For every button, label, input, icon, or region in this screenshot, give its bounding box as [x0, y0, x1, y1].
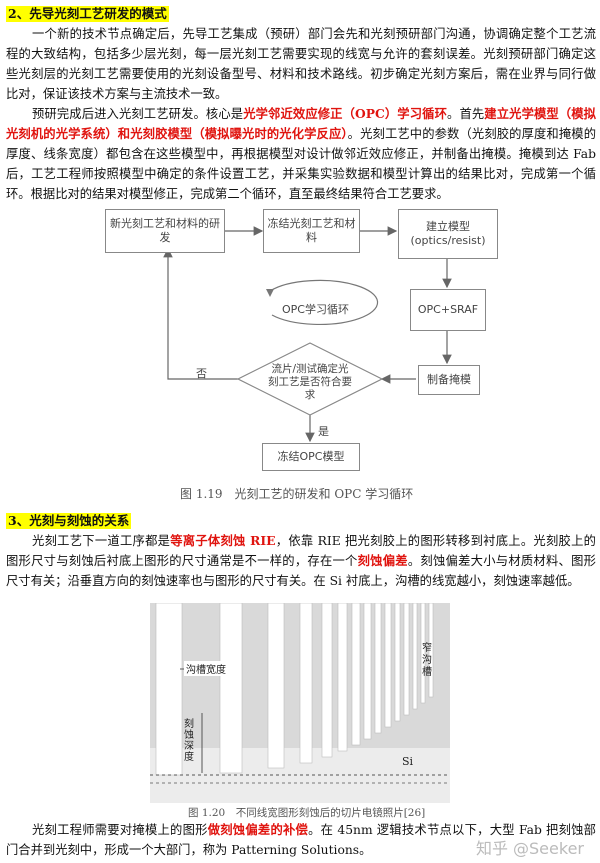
box-freeze-process: 冻结光刻工艺和材料	[263, 209, 360, 253]
narrow-trench-label: 窄沟槽	[422, 643, 432, 678]
section3-paragraph-1: 光刻工艺下一道工序都是等离子体刻蚀 RIE，依靠 RIE 把光刻胶上的图形转移到…	[6, 531, 596, 591]
trench-width-label: 沟槽宽度	[184, 661, 228, 676]
closing-highlight: 做刻蚀偏差的补偿	[207, 822, 309, 837]
zhihu-watermark: 知乎 @Seeker	[475, 839, 584, 858]
si-label: Si	[402, 755, 414, 768]
s3-highlight-rie: 等离子体刻蚀 RIE	[170, 533, 276, 548]
closing-text-c: 。在 45nm 逻辑技术节点以下，大型 Fab 把刻蚀部门合并到光刻中，形成一个…	[6, 823, 596, 857]
p2-text-a: 预研完成后进入光刻工艺研发。核心是	[32, 107, 244, 121]
s3-text-e: 。刻蚀偏差大小与材质材料、图形尺寸有关；沿垂直方向的刻蚀速率也与图形的尺寸有关。…	[6, 554, 596, 588]
etch-depth-label: 刻蚀深度	[184, 719, 194, 763]
opc-loop-label: OPC学习循环	[282, 303, 349, 316]
p2-highlight-models: 建立光学模型（模拟光刻机的光学系统）和光刻胶模型（模拟曝光时的光化学反应）	[6, 106, 596, 141]
p2-text-c: 。首先	[447, 107, 485, 121]
closing-text-a: 光刻工程师需要对掩模上的图形	[32, 823, 208, 837]
build-model-subtitle: (optics/resist)	[410, 234, 486, 247]
p2-highlight-opc: 光学邻近效应修正（OPC）学习循环	[243, 106, 448, 121]
s3-text-c: ，依靠 RIE 把光刻胶上的图形转移到衬底上。光刻胶上的图形尺寸与刻蚀后衬底上图…	[6, 534, 596, 568]
sem-trench-drawing	[150, 603, 450, 803]
closing-paragraph: 光刻工程师需要对掩模上的图形做刻蚀偏差的补偿。在 45nm 逻辑技术节点以下，大…	[6, 820, 596, 860]
box-build-model: 建立模型 (optics/resist)	[398, 209, 498, 259]
box-new-process-research: 新光刻工艺和材料的研发	[105, 209, 225, 253]
section2-paragraph-1: 一个新的技术节点确定后，先导工艺集成（预研）部门会先和光刻预研部门沟通，协调确定…	[6, 27, 596, 101]
sem-cross-section-image: 沟槽宽度 刻蚀深度 窄沟槽 Si	[150, 603, 450, 803]
flowchart-connectors	[163, 226, 452, 443]
section2-heading: 2、先导光刻工艺研发的模式	[6, 6, 169, 22]
box-freeze-opc-model: 冻结OPC模型	[262, 443, 360, 471]
figure-1-19-caption: 图 1.19 光刻工艺的研发和 OPC 学习循环	[180, 487, 414, 501]
no-branch-label: 否	[196, 367, 207, 380]
s3-highlight-etch-bias: 刻蚀偏差	[357, 553, 408, 568]
box-opc-sraf: OPC+SRAF	[410, 289, 486, 331]
yes-branch-label: 是	[318, 425, 329, 438]
box-make-mask: 制备掩模	[418, 365, 480, 395]
section3-heading: 3、光刻与刻蚀的关系	[6, 513, 132, 529]
p2-text-e: 。光刻工艺中的参数（光刻胶的厚度和掩模的厚度、线条宽度）都包含在这些模型中，再根…	[6, 127, 596, 201]
build-model-title: 建立模型	[426, 220, 470, 233]
figure-1-19: 新光刻工艺和材料的研发 冻结光刻工艺和材料 建立模型 (optics/resis…	[0, 205, 600, 505]
s3-text-a: 光刻工艺下一道工序都是	[32, 534, 171, 548]
section2-paragraph-2: 预研完成后进入光刻工艺研发。核心是光学邻近效应修正（OPC）学习循环。首先建立光…	[6, 104, 596, 204]
diamond-decision-text: 流片/测试确定光刻工艺是否符合要求	[268, 363, 352, 401]
figure-1-20-caption: 图 1.20 不同线宽图形刻蚀后的切片电镜照片[26]	[188, 807, 426, 819]
